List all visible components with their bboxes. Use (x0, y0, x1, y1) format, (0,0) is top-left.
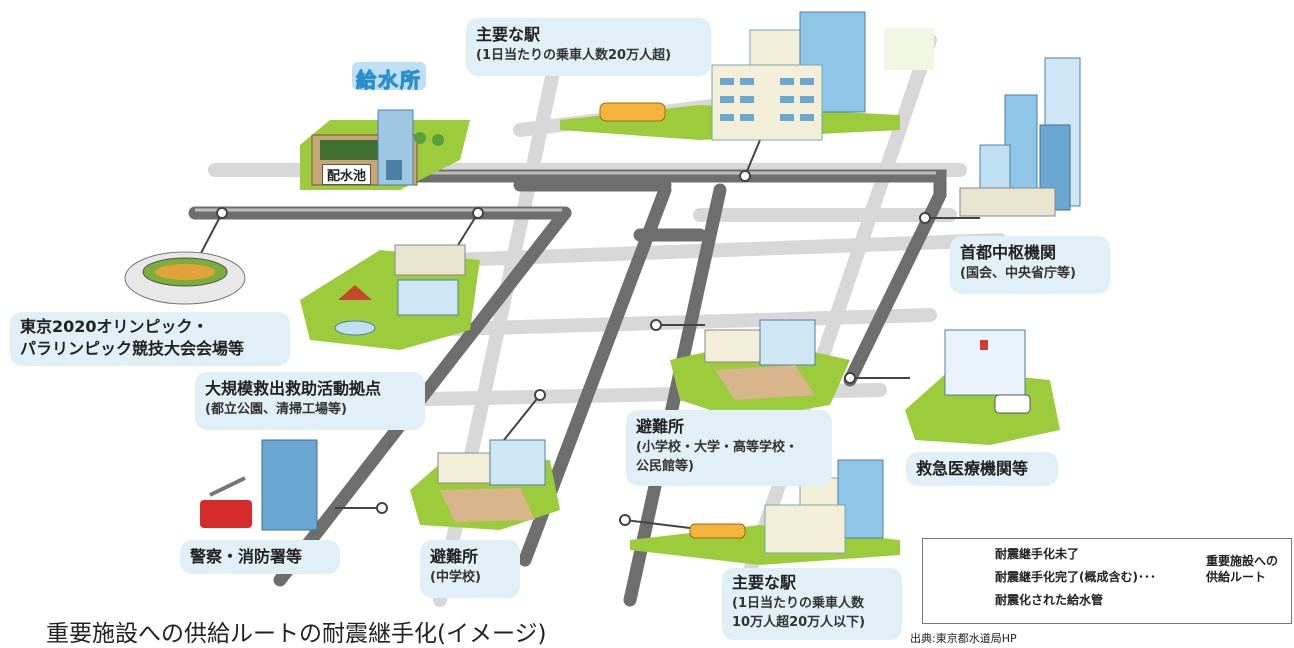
minor-station-title: 主要な駅 (732, 573, 797, 592)
major-station-subtitle: (1日当たりの乗車人数20万人超) (476, 48, 672, 63)
hospital-illustration (905, 329, 1060, 445)
medical-title: 救急医療機関等 (916, 459, 1029, 478)
police-fire-title: 警察・消防署等 (190, 547, 303, 566)
completed-pipes (188, 169, 947, 607)
service-connectors (199, 139, 980, 529)
olympic-venue-label: 東京2020オリンピック・ パラリンピック競技大会会場等 (10, 312, 290, 366)
legend-done-label: 耐震継手化完了(概成含む)･･･ (995, 570, 1156, 584)
minor-station-label: 主要な駅 (1日当たりの乗車人数 10万人超20万人以下) (722, 568, 902, 640)
olympic-line-1: 東京2020オリンピック・ (20, 317, 209, 336)
rescue-base-illustration (300, 244, 480, 350)
shelter-school-subtitle-2: 公民館等) (636, 459, 694, 474)
rescue-base-label: 大規模救出救助活動拠点 (都立公園、清掃工場等) (195, 372, 425, 430)
police-fire-illustration (200, 439, 318, 531)
rescue-base-title: 大規模救出救助活動拠点 (205, 379, 382, 398)
shelter-school-label: 避難所 (小学校・大学・高等学校・ 公民館等) (626, 410, 832, 486)
major-station-illustration (560, 11, 934, 141)
shelter-jhs-subtitle: (中学校) (430, 570, 481, 585)
minor-station-subtitle-1: (1日当たりの乗車人数 (732, 596, 864, 611)
government-buildings-illustration (959, 57, 1081, 217)
shelter-jhs-title: 避難所 (430, 547, 479, 566)
olympic-line-2: パラリンピック競技大会会場等 (20, 339, 245, 358)
figure-caption: 重要施設への供給ルートの耐震継手化(イメージ) (46, 621, 547, 647)
shelter-school-illustration (670, 319, 850, 420)
legend: 耐震継手化未了 耐震継手化完了(概成含む)･･･ 耐震化された給水管 重要施設へ… (922, 538, 1292, 624)
government-label: 首都中枢機関 (国会、中央省庁等) (950, 236, 1110, 294)
major-station-label: 主要な駅 (1日当たりの乗車人数20万人超) (466, 18, 711, 76)
shelter-jhs-illustration (410, 439, 560, 530)
legend-not-done-label: 耐震継手化未了 (995, 547, 1080, 561)
shelter-school-title: 避難所 (636, 417, 685, 436)
minor-station-subtitle-2: 10万人超20万人以下) (732, 615, 866, 630)
government-title: 首都中枢機関 (960, 243, 1057, 262)
legend-pipe-label: 耐震化された給水管 (995, 593, 1104, 607)
stadium-illustration (124, 251, 246, 305)
legend-route-line-2: 供給ルート (1206, 570, 1267, 584)
shelter-school-subtitle-1: (小学校・大学・高等学校・ (636, 440, 798, 455)
police-fire-label: 警察・消防署等 (180, 540, 340, 574)
government-subtitle: (国会、中央省庁等) (960, 266, 1076, 281)
medical-label: 救急医療機関等 (906, 452, 1058, 486)
source-credit: 出典:東京都水道局HP (910, 632, 1017, 645)
legend-route-note: 重要施設への 供給ルート (1206, 553, 1278, 585)
shelter-jhs-label: 避難所 (中学校) (420, 540, 520, 598)
water-plant-label: 給水所 (356, 68, 422, 93)
major-station-title: 主要な駅 (476, 25, 541, 44)
water-plant-badge (352, 62, 426, 90)
rescue-base-subtitle: (都立公園、清掃工場等) (205, 402, 347, 417)
legend-route-line-1: 重要施設への (1206, 554, 1279, 568)
reservoir-label: 配水池 (322, 164, 372, 185)
